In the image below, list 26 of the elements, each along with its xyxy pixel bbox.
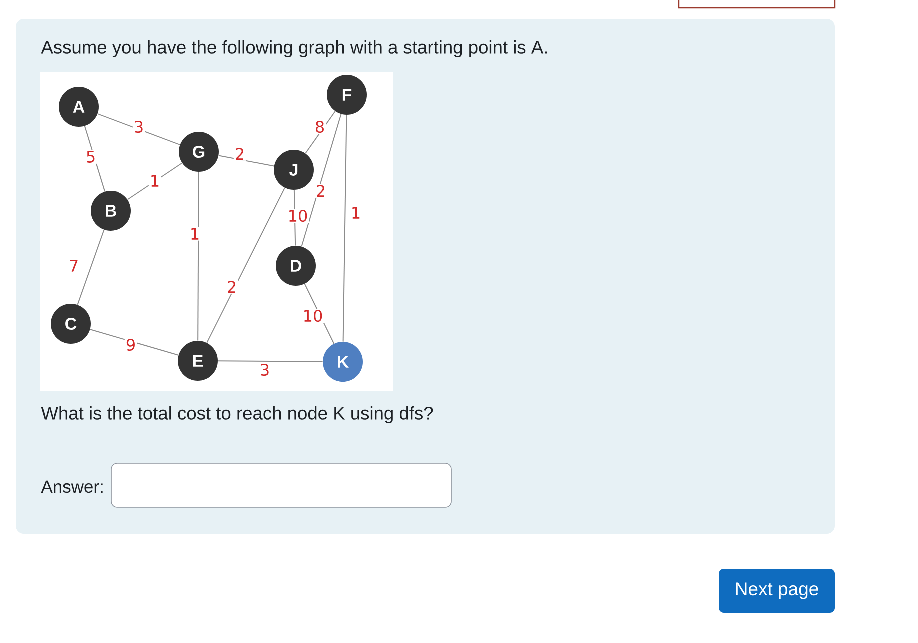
edge-line [301,114,342,248]
edge-line [198,172,200,342]
edge-line [218,360,324,362]
edge-line [342,114,348,342]
edge-line [77,230,105,306]
edge-line [218,155,275,167]
edge-line [84,126,106,192]
edge-line [127,162,183,200]
edge-line [294,190,296,246]
edge-label: 2 [234,147,246,161]
edge-label: 5 [84,150,98,164]
edge-line [305,111,336,154]
edge-line [97,114,181,146]
edge-label: 2 [226,280,238,294]
edge-label: 1 [188,227,202,241]
navigation-button: Next page [719,569,835,613]
question-text: Assume you have the following graph with a starting point is A. [41,40,548,58]
field-label: Answer: [41,480,103,494]
question-text: What is the total cost to reach node K using dfs? [41,406,434,424]
edge-label: 1 [350,206,362,220]
edge-line [90,329,180,356]
edge-line [304,284,335,344]
edge-label: 1 [148,174,162,188]
edge-label: 2 [314,184,328,198]
edge-label: 7 [68,259,80,273]
edge-line [206,188,286,344]
